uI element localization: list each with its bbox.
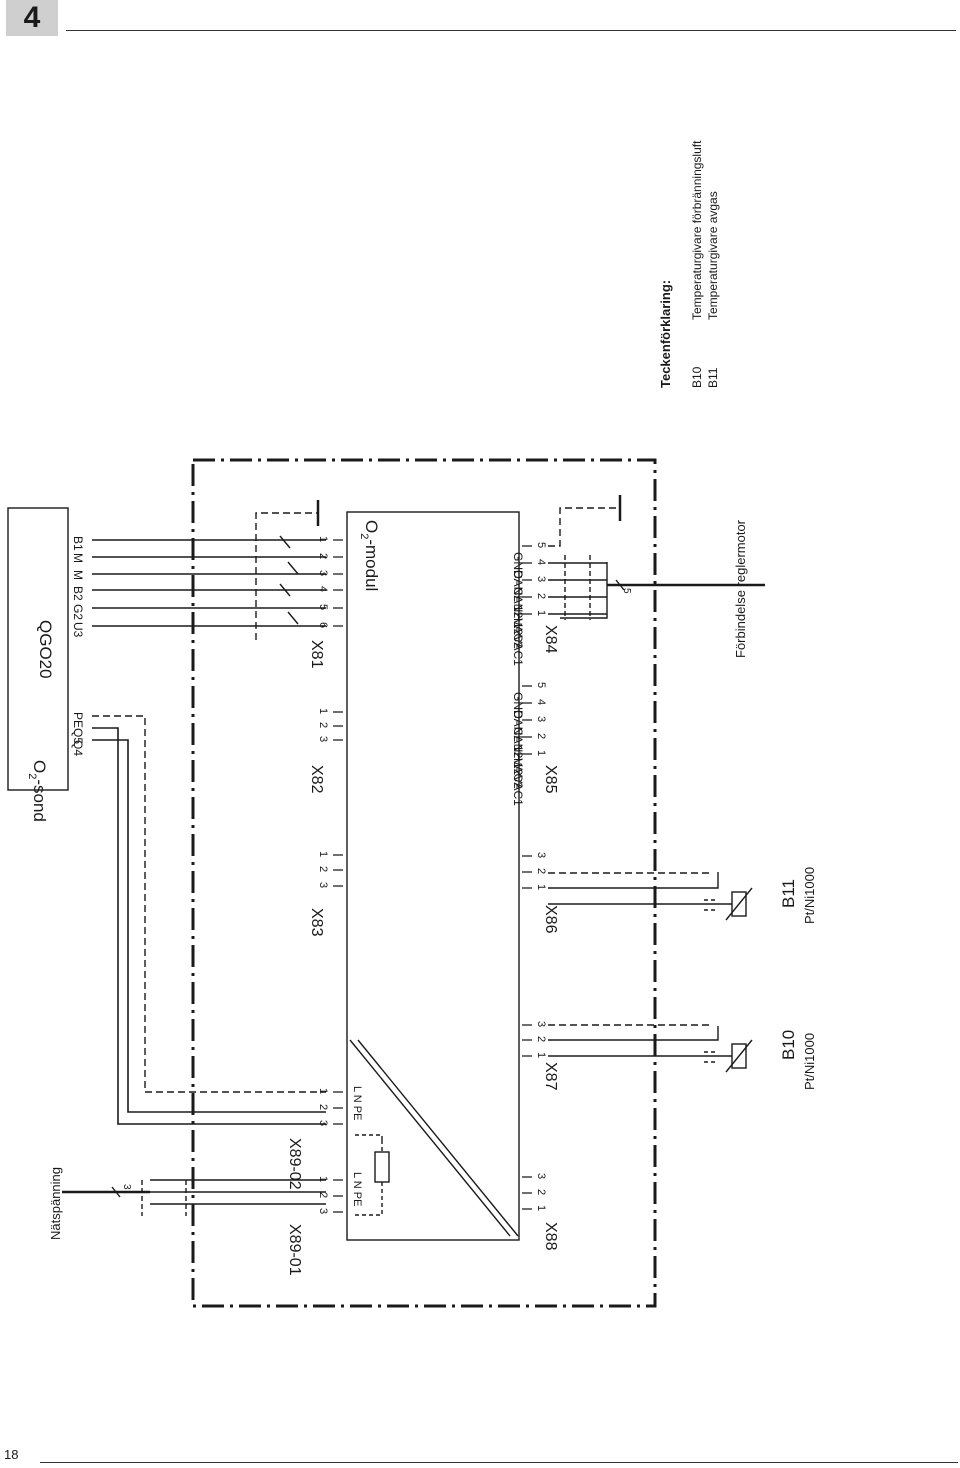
x84-signal: GND <box>511 552 525 579</box>
x83-pin: 1 <box>317 851 329 857</box>
x85-label: X85 <box>542 765 559 794</box>
x88-label: X88 <box>542 1222 559 1251</box>
x84-label: X84 <box>542 625 559 654</box>
probe-terminal: B2 <box>71 586 85 601</box>
x81-pin: 1 <box>317 536 329 542</box>
mains-label: Nätspänning <box>48 1167 63 1240</box>
x84-signal: CANH <box>511 587 525 621</box>
x85-signal: CANH <box>511 727 525 761</box>
b11-type: Pt/Ni1000 <box>802 867 817 924</box>
x84-pin: 4 <box>535 559 547 565</box>
x81-pin: 6 <box>317 622 329 628</box>
probe-box <box>7 507 69 791</box>
x83-pin: 3 <box>317 882 329 888</box>
x84-signal: 12VAC2 <box>511 605 525 649</box>
x88-pin: 2 <box>535 1189 547 1195</box>
x89-01-label: X89-01 <box>286 1224 303 1276</box>
header-rule <box>66 30 956 31</box>
x87-pin: 3 <box>535 1021 547 1027</box>
x83-pin: 2 <box>317 866 329 872</box>
probe-terminal: M <box>71 570 85 580</box>
x84-signal: CANL <box>511 570 525 602</box>
module-title: O2-modul <box>358 520 381 591</box>
x84-signal: 12VAC1 <box>511 622 525 666</box>
x82-pin: 2 <box>317 722 329 728</box>
can-wire-count: 5 <box>621 588 632 594</box>
x85-pin: 2 <box>535 733 547 739</box>
motor-connection-label: Förbindelse reglermotor <box>733 519 748 658</box>
x81-pin: 3 <box>317 570 329 576</box>
x89-02-pin: 1 <box>317 1088 329 1094</box>
x88-pin: 3 <box>535 1173 547 1179</box>
x85-pin: 4 <box>535 699 547 705</box>
x83-label: X83 <box>308 908 325 937</box>
probe-terminal: M <box>71 553 85 563</box>
probe-terminal: Q5 <box>71 728 85 744</box>
x89-02-pin-names: L N PE <box>351 1086 363 1120</box>
x89-01-pin-names: L N PE <box>351 1172 363 1206</box>
x84-pin: 1 <box>535 610 547 616</box>
x89-02-pin: 2 <box>317 1104 329 1110</box>
x86-pin: 2 <box>535 868 547 874</box>
x81-label: X81 <box>308 640 325 669</box>
x85-signal: 12VAC2 <box>511 745 525 789</box>
legend-title: Teckenförklaring: <box>658 280 673 388</box>
page-number: 18 <box>4 1447 19 1462</box>
x84-pin: 3 <box>535 576 547 582</box>
x85-signal: 12VAC1 <box>511 762 525 806</box>
x85-pin: 3 <box>535 716 547 722</box>
enclosure-border <box>191 458 657 1308</box>
probe-terminal: PE <box>71 712 85 728</box>
x87-pin: 2 <box>535 1036 547 1042</box>
x89-01-pin: 1 <box>317 1176 329 1182</box>
x82-pin: 1 <box>317 708 329 714</box>
x86-pin: 1 <box>535 884 547 890</box>
probe-terminal: B1 <box>71 536 85 551</box>
x81-pin: 4 <box>317 586 329 592</box>
x85-pin: 1 <box>535 750 547 756</box>
x84-pin: 5 <box>535 542 547 548</box>
x89-02-pin: 3 <box>317 1120 329 1126</box>
x86-label: X86 <box>542 905 559 934</box>
x85-pin: 5 <box>535 682 547 688</box>
x89-02-label: X89-02 <box>286 1138 303 1190</box>
x82-pin: 3 <box>317 736 329 742</box>
x89-01-pin: 3 <box>317 1208 329 1214</box>
x84-pin: 2 <box>535 593 547 599</box>
probe-terminal: U3 <box>71 622 85 638</box>
x87-pin: 1 <box>535 1052 547 1058</box>
x82-label: X82 <box>308 765 325 794</box>
x85-signal: CANL <box>511 710 525 742</box>
probe-terminals: Q4 Q5 PE U3 G2 B2 M M B1 <box>71 536 85 756</box>
probe-title: O2-sond <box>26 760 49 822</box>
probe-terminal: G2 <box>71 604 85 620</box>
x81-pin: 2 <box>317 553 329 559</box>
b11-label: B11 <box>779 879 798 908</box>
chapter-number: 4 <box>6 0 58 36</box>
mains-wire-count: 3 <box>121 1184 132 1190</box>
legend-text: Temperaturgivare avgas <box>706 191 720 320</box>
x88-pin: 1 <box>535 1205 547 1211</box>
footer-rule <box>40 1462 958 1463</box>
x86-pin: 3 <box>535 852 547 858</box>
x81-pin: 5 <box>317 604 329 610</box>
module-box <box>346 511 520 1241</box>
legend-code: B10 <box>690 366 704 388</box>
x85-signal: GND <box>511 692 525 719</box>
x89-01-pin: 2 <box>317 1192 329 1198</box>
b10-label: B10 <box>779 1030 798 1060</box>
legend-code: B11 <box>706 367 720 388</box>
probe-terminal: Q4 <box>71 740 85 756</box>
probe-model: QGO20 <box>36 620 55 679</box>
fuse <box>374 1151 390 1183</box>
legend-text: Temperaturgivare förbränningsluft <box>690 140 704 320</box>
b10-type: Pt/Ni1000 <box>802 1033 817 1090</box>
x87-label: X87 <box>542 1062 559 1091</box>
